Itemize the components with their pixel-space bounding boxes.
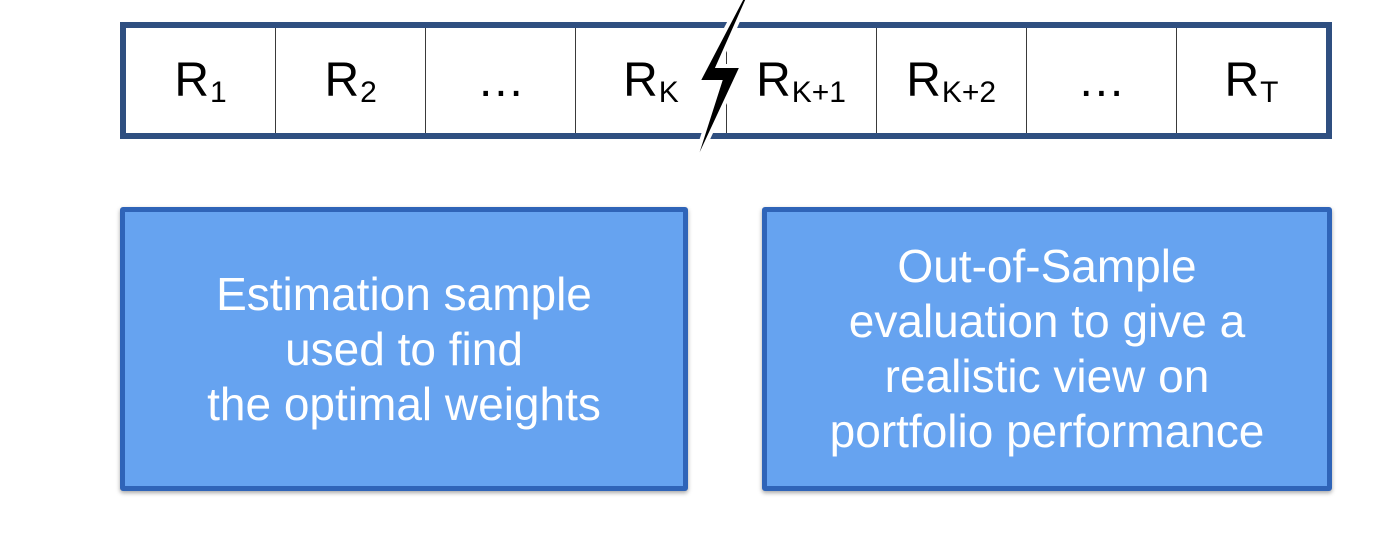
cell-subscript: K+1 <box>791 75 846 109</box>
cell-ellipsis-left: … <box>426 28 577 133</box>
cell-base: R <box>1224 54 1260 107</box>
cell-base: R <box>623 54 658 107</box>
cell-subscript: K <box>658 75 679 109</box>
out-of-sample-text: Out-of-Sample evaluation to give a reali… <box>829 240 1265 457</box>
cell-subscript: 1 <box>210 75 227 109</box>
cell-base: … <box>476 54 525 107</box>
lightning-bolt-icon <box>686 0 750 183</box>
cell-base: R <box>756 54 791 107</box>
cell-base: R <box>174 54 210 107</box>
cell-base: … <box>1077 54 1126 107</box>
out-of-sample-box: Out-of-Sample evaluation to give a reali… <box>762 207 1332 491</box>
cell-base: R <box>324 54 360 107</box>
estimation-sample-box: Estimation sample used to find the optim… <box>120 207 688 491</box>
cell-subscript: K+2 <box>941 75 997 109</box>
cell-ellipsis-right: … <box>1027 28 1177 133</box>
cell-base: R <box>906 54 941 107</box>
cell-subscript: T <box>1260 75 1279 109</box>
cell-subscript: 2 <box>360 75 377 109</box>
estimation-sample-text: Estimation sample used to find the optim… <box>207 267 601 430</box>
